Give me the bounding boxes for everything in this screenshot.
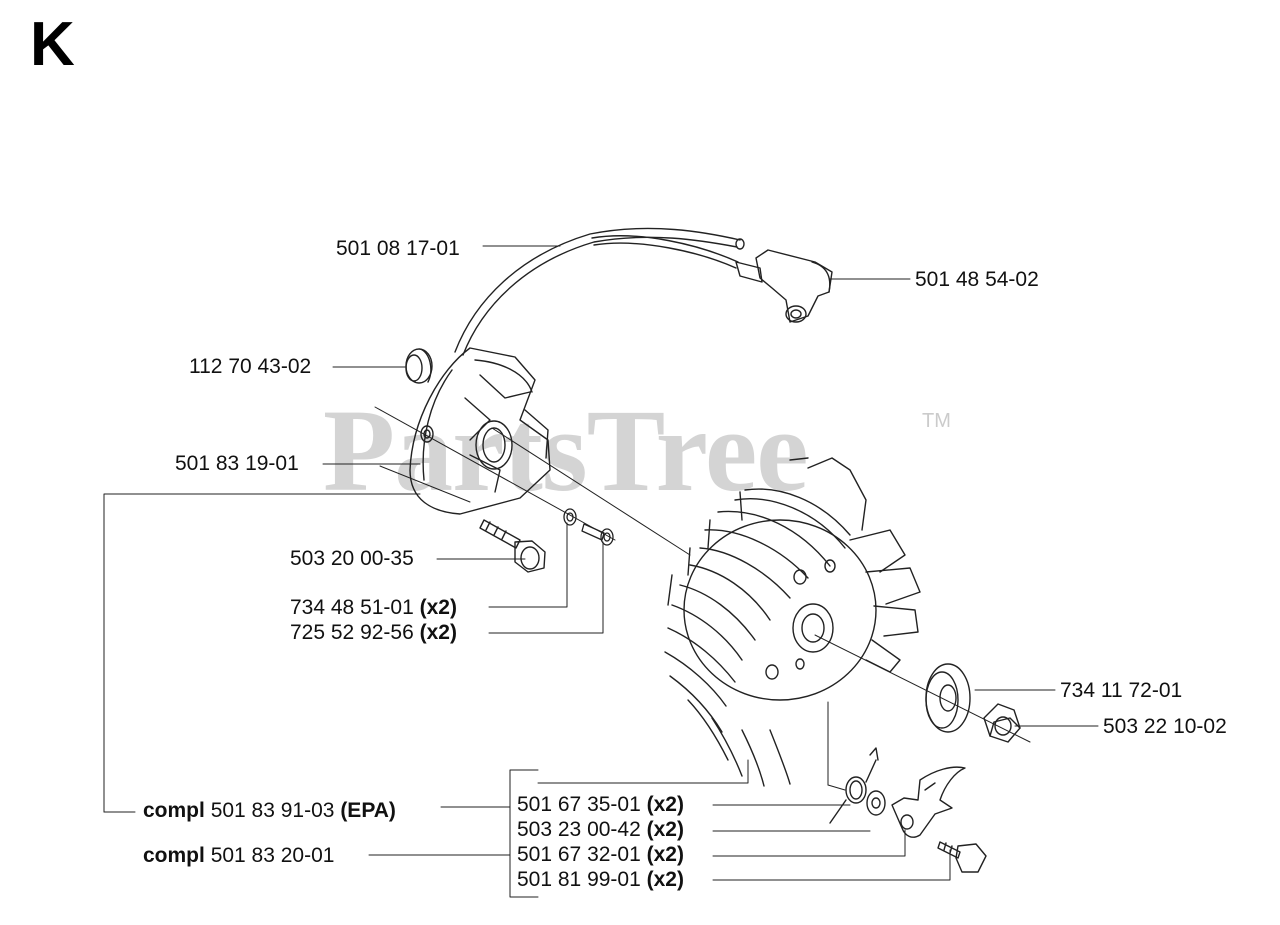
watermark-tm: TM bbox=[922, 410, 951, 432]
label-screw: 725 52 92-56 bbox=[290, 621, 414, 644]
label-pawl-bolt-row[interactable]: 501 81 99-01 (x2) bbox=[517, 868, 684, 892]
label-pawl-spring: 501 67 35-01 bbox=[517, 793, 641, 816]
label-pawl-bolt: 501 81 99-01 bbox=[517, 868, 641, 891]
flywheel-nut-drawing bbox=[983, 703, 1021, 743]
label-flywheel-nut[interactable]: 503 22 10-02 bbox=[1103, 715, 1227, 738]
pawl-bolt-quantity: (x2) bbox=[646, 868, 684, 891]
axis-lines bbox=[374, 406, 1031, 743]
label-grommet[interactable]: 112 70 43-02 bbox=[189, 355, 312, 378]
grommet-drawing bbox=[405, 348, 433, 384]
pawl-drawing bbox=[891, 766, 966, 838]
label-washer: 734 48 51-01 bbox=[290, 596, 414, 619]
ignition-lead-drawing bbox=[454, 227, 763, 356]
label-ignition-lead[interactable]: 501 08 17-01 bbox=[336, 237, 460, 260]
pawl-spring-quantity: (x2) bbox=[646, 793, 684, 816]
label-compl-epa: 501 83 91-03 bbox=[210, 799, 335, 822]
flywheel-drawing bbox=[664, 457, 921, 787]
spark-plug-cap-drawing bbox=[755, 249, 833, 323]
leader-lines bbox=[103, 245, 1099, 898]
label-washer-row[interactable]: 734 48 51-01 (x2) bbox=[290, 596, 457, 620]
label-flywheel-washer[interactable]: 734 11 72-01 bbox=[1060, 679, 1183, 702]
label-compl-row[interactable]: compl 501 83 20-01 bbox=[143, 844, 334, 868]
pawl-washer-quantity: (x2) bbox=[646, 818, 684, 841]
pawl-bolt-drawing bbox=[937, 841, 987, 873]
label-pawl-washer-row[interactable]: 503 23 00-42 (x2) bbox=[517, 818, 684, 842]
label-pawl-spring-row[interactable]: 501 67 35-01 (x2) bbox=[517, 793, 684, 817]
label-compl: 501 83 20-01 bbox=[210, 844, 335, 867]
pawl-quantity: (x2) bbox=[646, 843, 684, 866]
label-pawl-washer: 503 23 00-42 bbox=[517, 818, 641, 841]
section-letter: K bbox=[30, 10, 75, 79]
label-compl-epa-row[interactable]: compl 501 83 91-03 (EPA) bbox=[143, 799, 396, 823]
label-ignition-module[interactable]: 501 83 19-01 bbox=[175, 452, 299, 475]
washer-quantity: (x2) bbox=[419, 596, 457, 619]
label-pawl: 501 67 32-01 bbox=[517, 843, 641, 866]
pawl-washer-drawing bbox=[866, 790, 886, 816]
watermark: PartsTree bbox=[323, 385, 809, 516]
compl-epa-suffix: (EPA) bbox=[340, 799, 396, 822]
flywheel-washer-drawing bbox=[925, 663, 971, 733]
pawl-spring-drawing bbox=[829, 747, 879, 824]
label-pawl-row[interactable]: 501 67 32-01 (x2) bbox=[517, 843, 684, 867]
label-spark-plug-cap[interactable]: 501 48 54-02 bbox=[915, 268, 1039, 291]
label-module-screw[interactable]: 503 20 00-35 bbox=[290, 547, 414, 570]
compl-epa-prefix: compl bbox=[143, 799, 205, 822]
screw-quantity: (x2) bbox=[419, 621, 457, 644]
ignition-module-drawing bbox=[409, 347, 551, 515]
module-bolt-drawing bbox=[479, 519, 546, 573]
washer-screw-drawing bbox=[563, 508, 614, 546]
compl-prefix: compl bbox=[143, 844, 205, 867]
label-screw-row[interactable]: 725 52 92-56 (x2) bbox=[290, 621, 457, 645]
